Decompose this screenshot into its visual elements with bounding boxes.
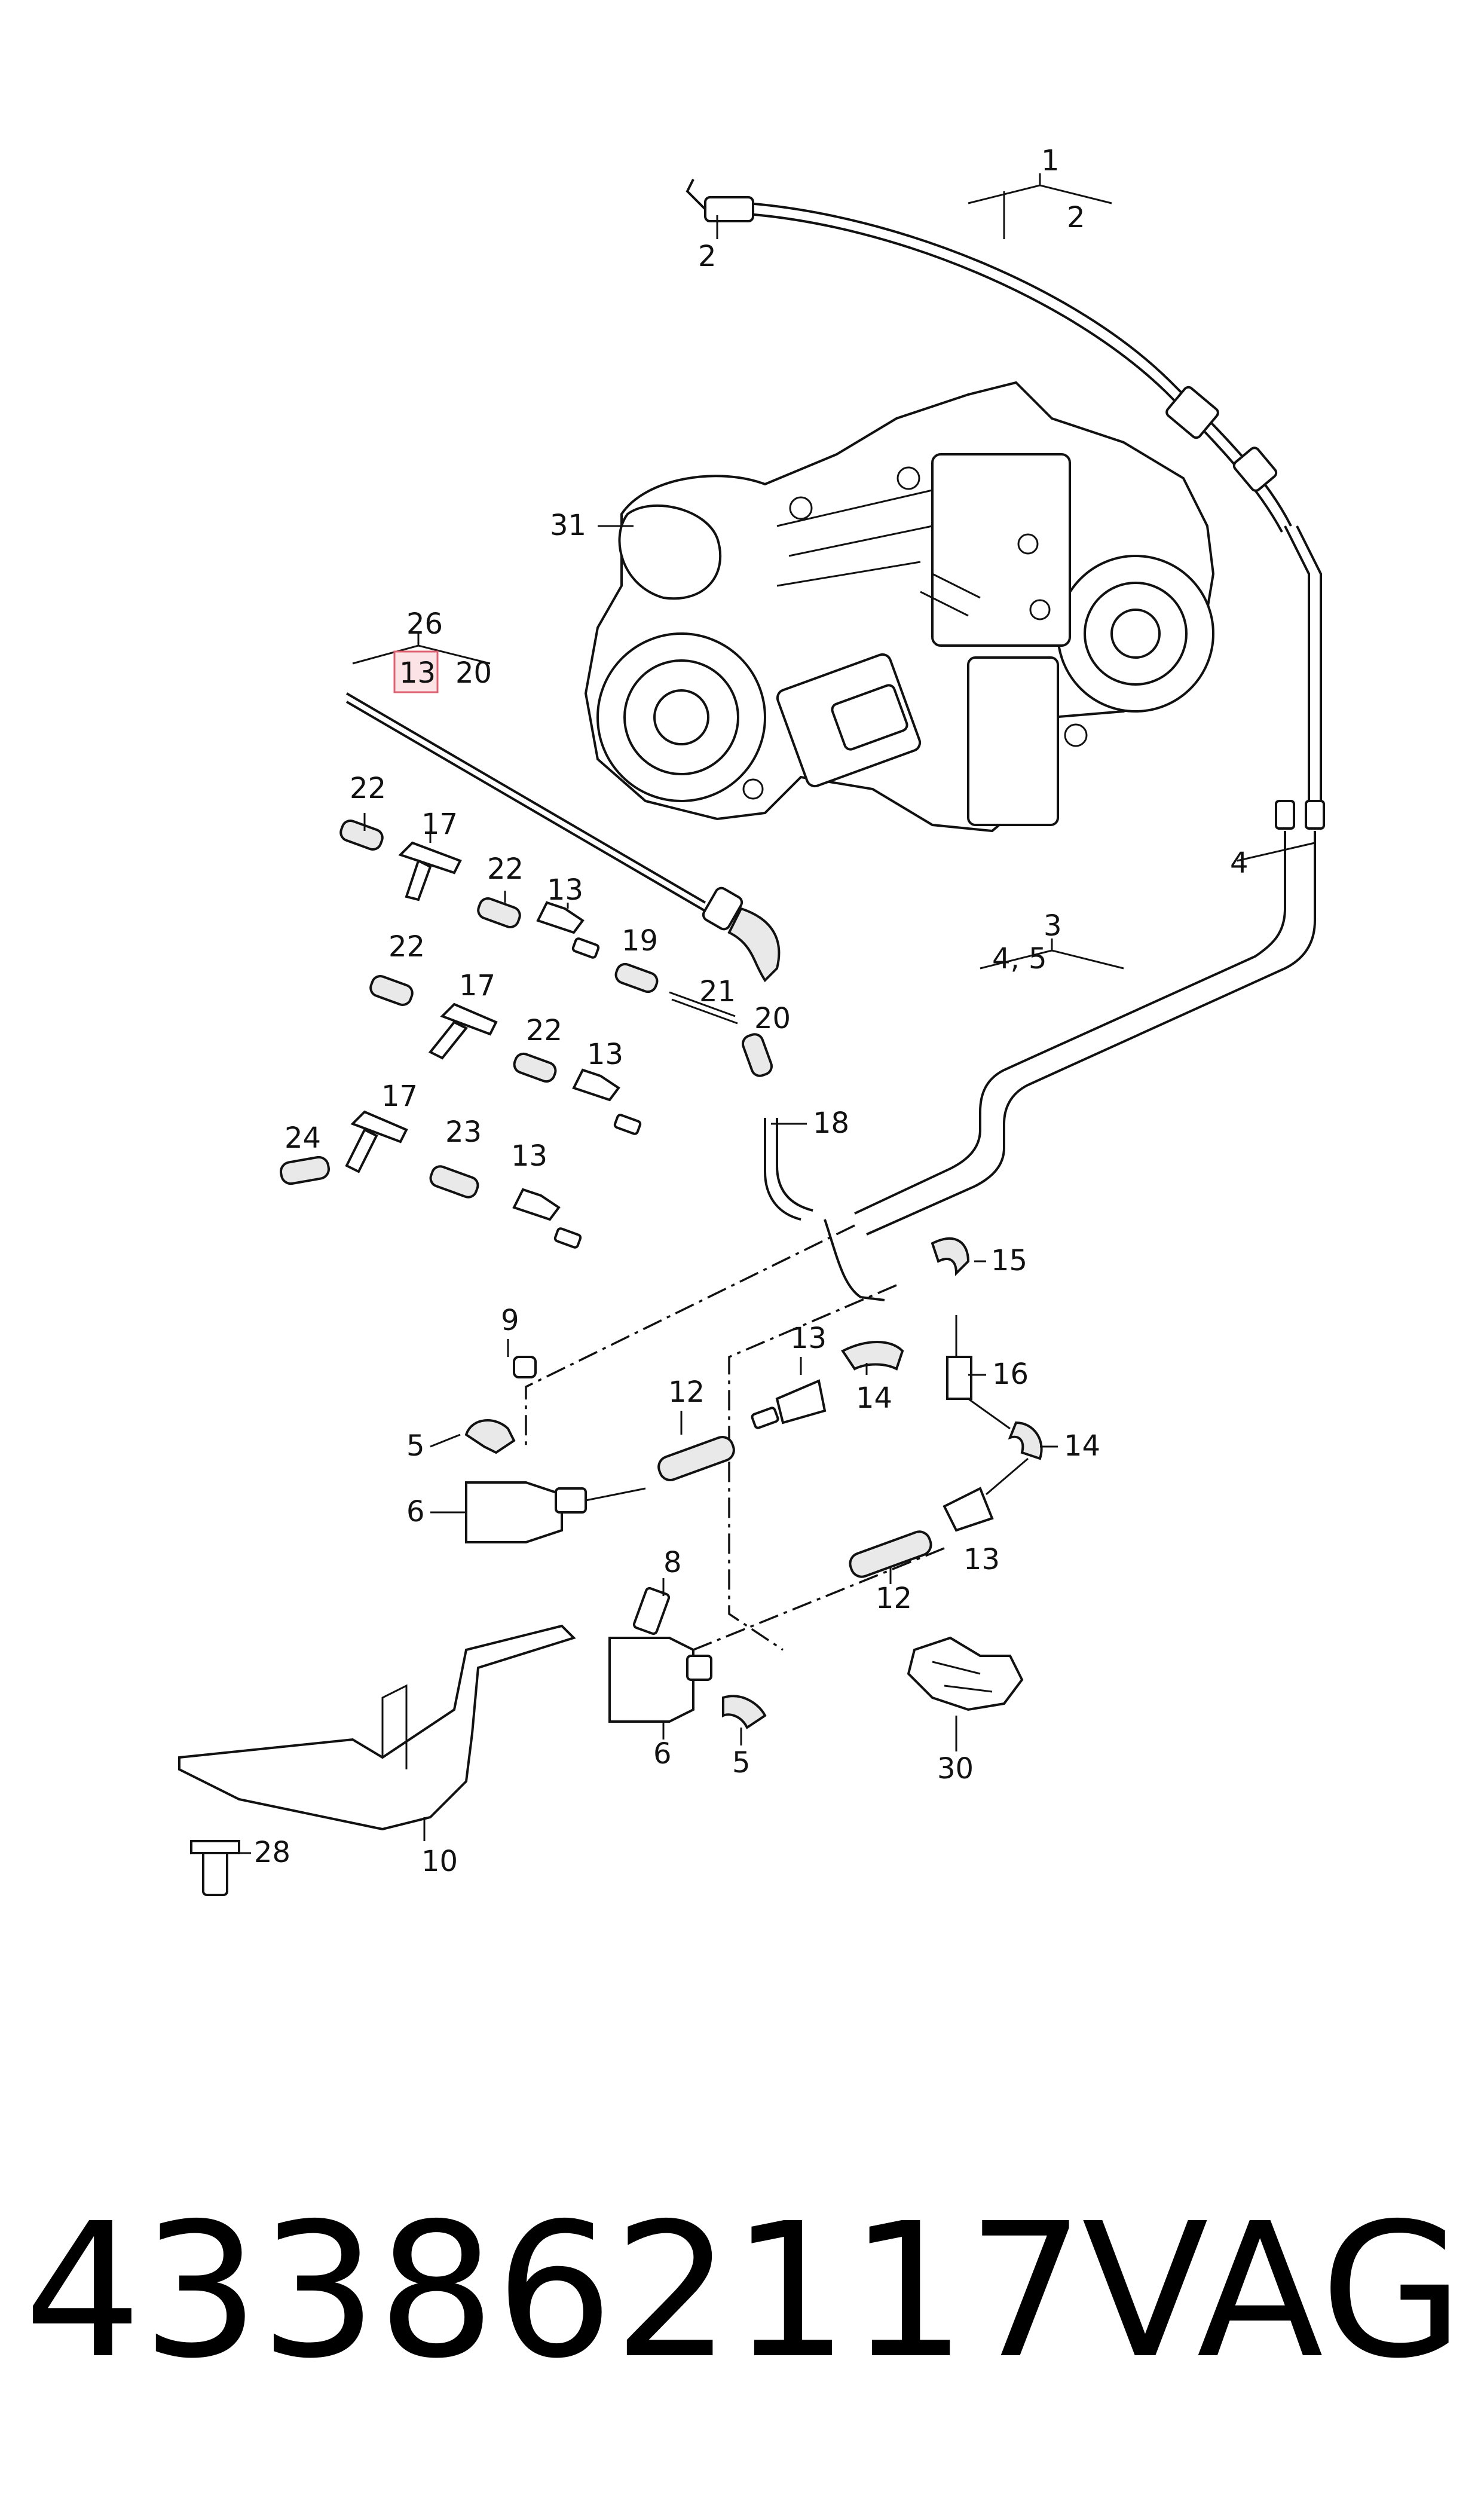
callout-13-c: 13 [511, 1139, 547, 1173]
callout-21: 21 [699, 975, 736, 1008]
callout-23: 23 [445, 1115, 482, 1149]
clip-30 [907, 1636, 1024, 1711]
valve-assembly-center [608, 1586, 767, 1729]
callout-20-top: 20 [455, 656, 492, 690]
fittings-row-2 [369, 974, 642, 1135]
callout-5-b: 5 [732, 1746, 751, 1780]
callout-16: 16 [992, 1358, 1029, 1391]
callout-10: 10 [421, 1845, 458, 1878]
callout-22-c: 22 [388, 930, 425, 964]
callout-13-e: 13 [963, 1543, 1000, 1576]
callout-20: 20 [754, 1002, 791, 1035]
callout-30: 30 [937, 1752, 974, 1786]
callout-3: 3 [1044, 909, 1062, 943]
callout-19: 19 [622, 924, 658, 958]
rod-assembly [345, 692, 781, 983]
callout-14-a: 14 [856, 1381, 892, 1415]
callout-13-highlighted: 13 [399, 656, 436, 690]
callout-17-c: 17 [381, 1080, 418, 1113]
callout-4: 4 [1230, 846, 1249, 880]
highlight-box [393, 650, 439, 693]
transmission-housing [584, 381, 1215, 833]
hose-network-right [657, 1237, 1043, 1651]
callout-15: 15 [991, 1244, 1027, 1277]
callout-13-a: 13 [547, 873, 583, 907]
callout-12-b: 12 [876, 1582, 912, 1615]
cable-assembly [686, 179, 1322, 813]
callout-12-a: 12 [668, 1375, 705, 1409]
callout-17-b: 17 [459, 969, 495, 1002]
callout-22-a: 22 [350, 772, 386, 805]
callout-14-b: 14 [1064, 1429, 1100, 1463]
brand-name: VAG [1082, 2184, 1464, 2399]
vacuum-lines [525, 800, 1325, 1651]
callout-labels: 1 2 2 31 26 13 20 3 4, 5 4 22 17 22 13 1… [254, 144, 1249, 1878]
callout-28: 28 [254, 1836, 290, 1869]
callout-31: 31 [550, 509, 586, 542]
callout-9: 9 [501, 1304, 519, 1337]
callout-18: 18 [813, 1106, 849, 1140]
callout-2-a: 2 [1067, 201, 1085, 234]
callout-13-d: 13 [790, 1322, 827, 1355]
fittings-row-1 [339, 819, 773, 1077]
callout-2-b: 2 [698, 240, 717, 273]
callout-6-b: 6 [653, 1737, 672, 1771]
callout-13-b: 13 [587, 1038, 623, 1071]
callout-22-d: 22 [526, 1014, 562, 1047]
callout-6-a: 6 [406, 1495, 425, 1528]
callout-5-a: 5 [406, 1429, 425, 1463]
part-number: 433862117 [24, 2184, 1085, 2399]
valve-assembly-left [464, 1356, 646, 1543]
callout-4-5: 4, 5 [992, 942, 1047, 976]
callout-1: 1 [1041, 144, 1060, 178]
callout-22-b: 22 [487, 852, 524, 886]
leader-lines [239, 173, 1315, 1854]
callout-8: 8 [663, 1546, 682, 1579]
callout-17-a: 17 [421, 808, 458, 841]
bracket-10 [178, 1624, 576, 1896]
callout-26: 26 [406, 607, 443, 641]
callout-24: 24 [284, 1121, 321, 1155]
fittings-row-3 [280, 1110, 582, 1249]
